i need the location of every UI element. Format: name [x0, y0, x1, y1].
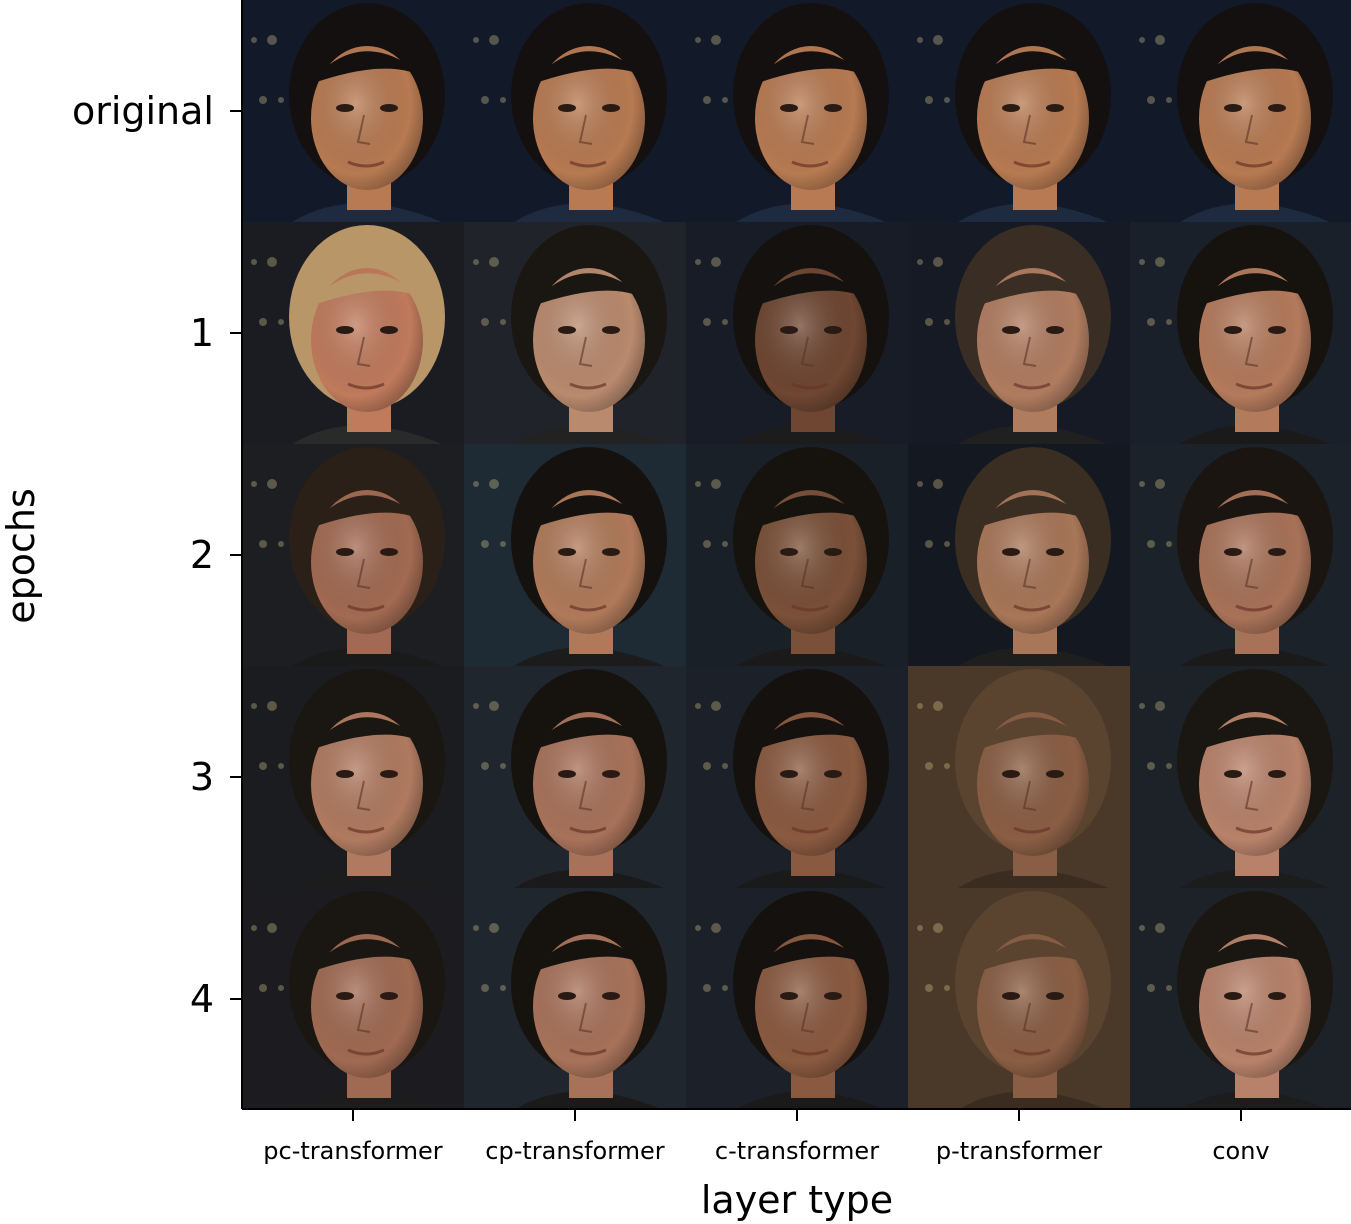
face-image — [686, 0, 908, 222]
face-image — [242, 666, 464, 888]
face-image — [464, 0, 686, 222]
face-image — [908, 222, 1130, 444]
y-tick-label: 1 — [190, 311, 214, 355]
face-image — [464, 222, 686, 444]
face-image — [908, 888, 1130, 1110]
face-image — [1130, 666, 1351, 888]
face-image — [242, 888, 464, 1110]
face-image — [686, 888, 908, 1110]
image-grid — [242, 0, 1351, 1110]
face-image — [1130, 888, 1351, 1110]
y-tick-label: original — [72, 89, 214, 133]
x-axis-label: layer type — [701, 1178, 893, 1222]
face-image — [464, 888, 686, 1110]
x-axis-ticks: pc-transformer cp-transformer c-transforme… — [263, 1109, 1270, 1165]
face-image — [686, 444, 908, 666]
face-image — [242, 0, 464, 222]
face-image — [242, 444, 464, 666]
face-image — [908, 444, 1130, 666]
face-image — [1130, 444, 1351, 666]
x-tick-label: cp-transformer — [485, 1137, 665, 1165]
face-image — [242, 222, 464, 444]
y-tick-label: 3 — [190, 755, 214, 799]
x-tick-label: c-transformer — [715, 1137, 879, 1165]
face-image — [1130, 222, 1351, 444]
y-tick-label: 2 — [190, 533, 214, 577]
face-image — [464, 666, 686, 888]
y-axis-ticks: original 1 2 3 4 — [72, 89, 242, 1021]
face-image — [1130, 0, 1351, 222]
x-tick-label: conv — [1212, 1137, 1269, 1165]
face-image — [908, 0, 1130, 222]
face-image — [686, 666, 908, 888]
y-tick-label: 4 — [190, 977, 214, 1021]
y-axis-label: epochs — [0, 488, 43, 624]
face-image — [686, 222, 908, 444]
x-tick-label: pc-transformer — [263, 1137, 443, 1165]
x-tick-label: p-transformer — [936, 1137, 1102, 1165]
face-image — [908, 666, 1130, 888]
face-image — [464, 444, 686, 666]
